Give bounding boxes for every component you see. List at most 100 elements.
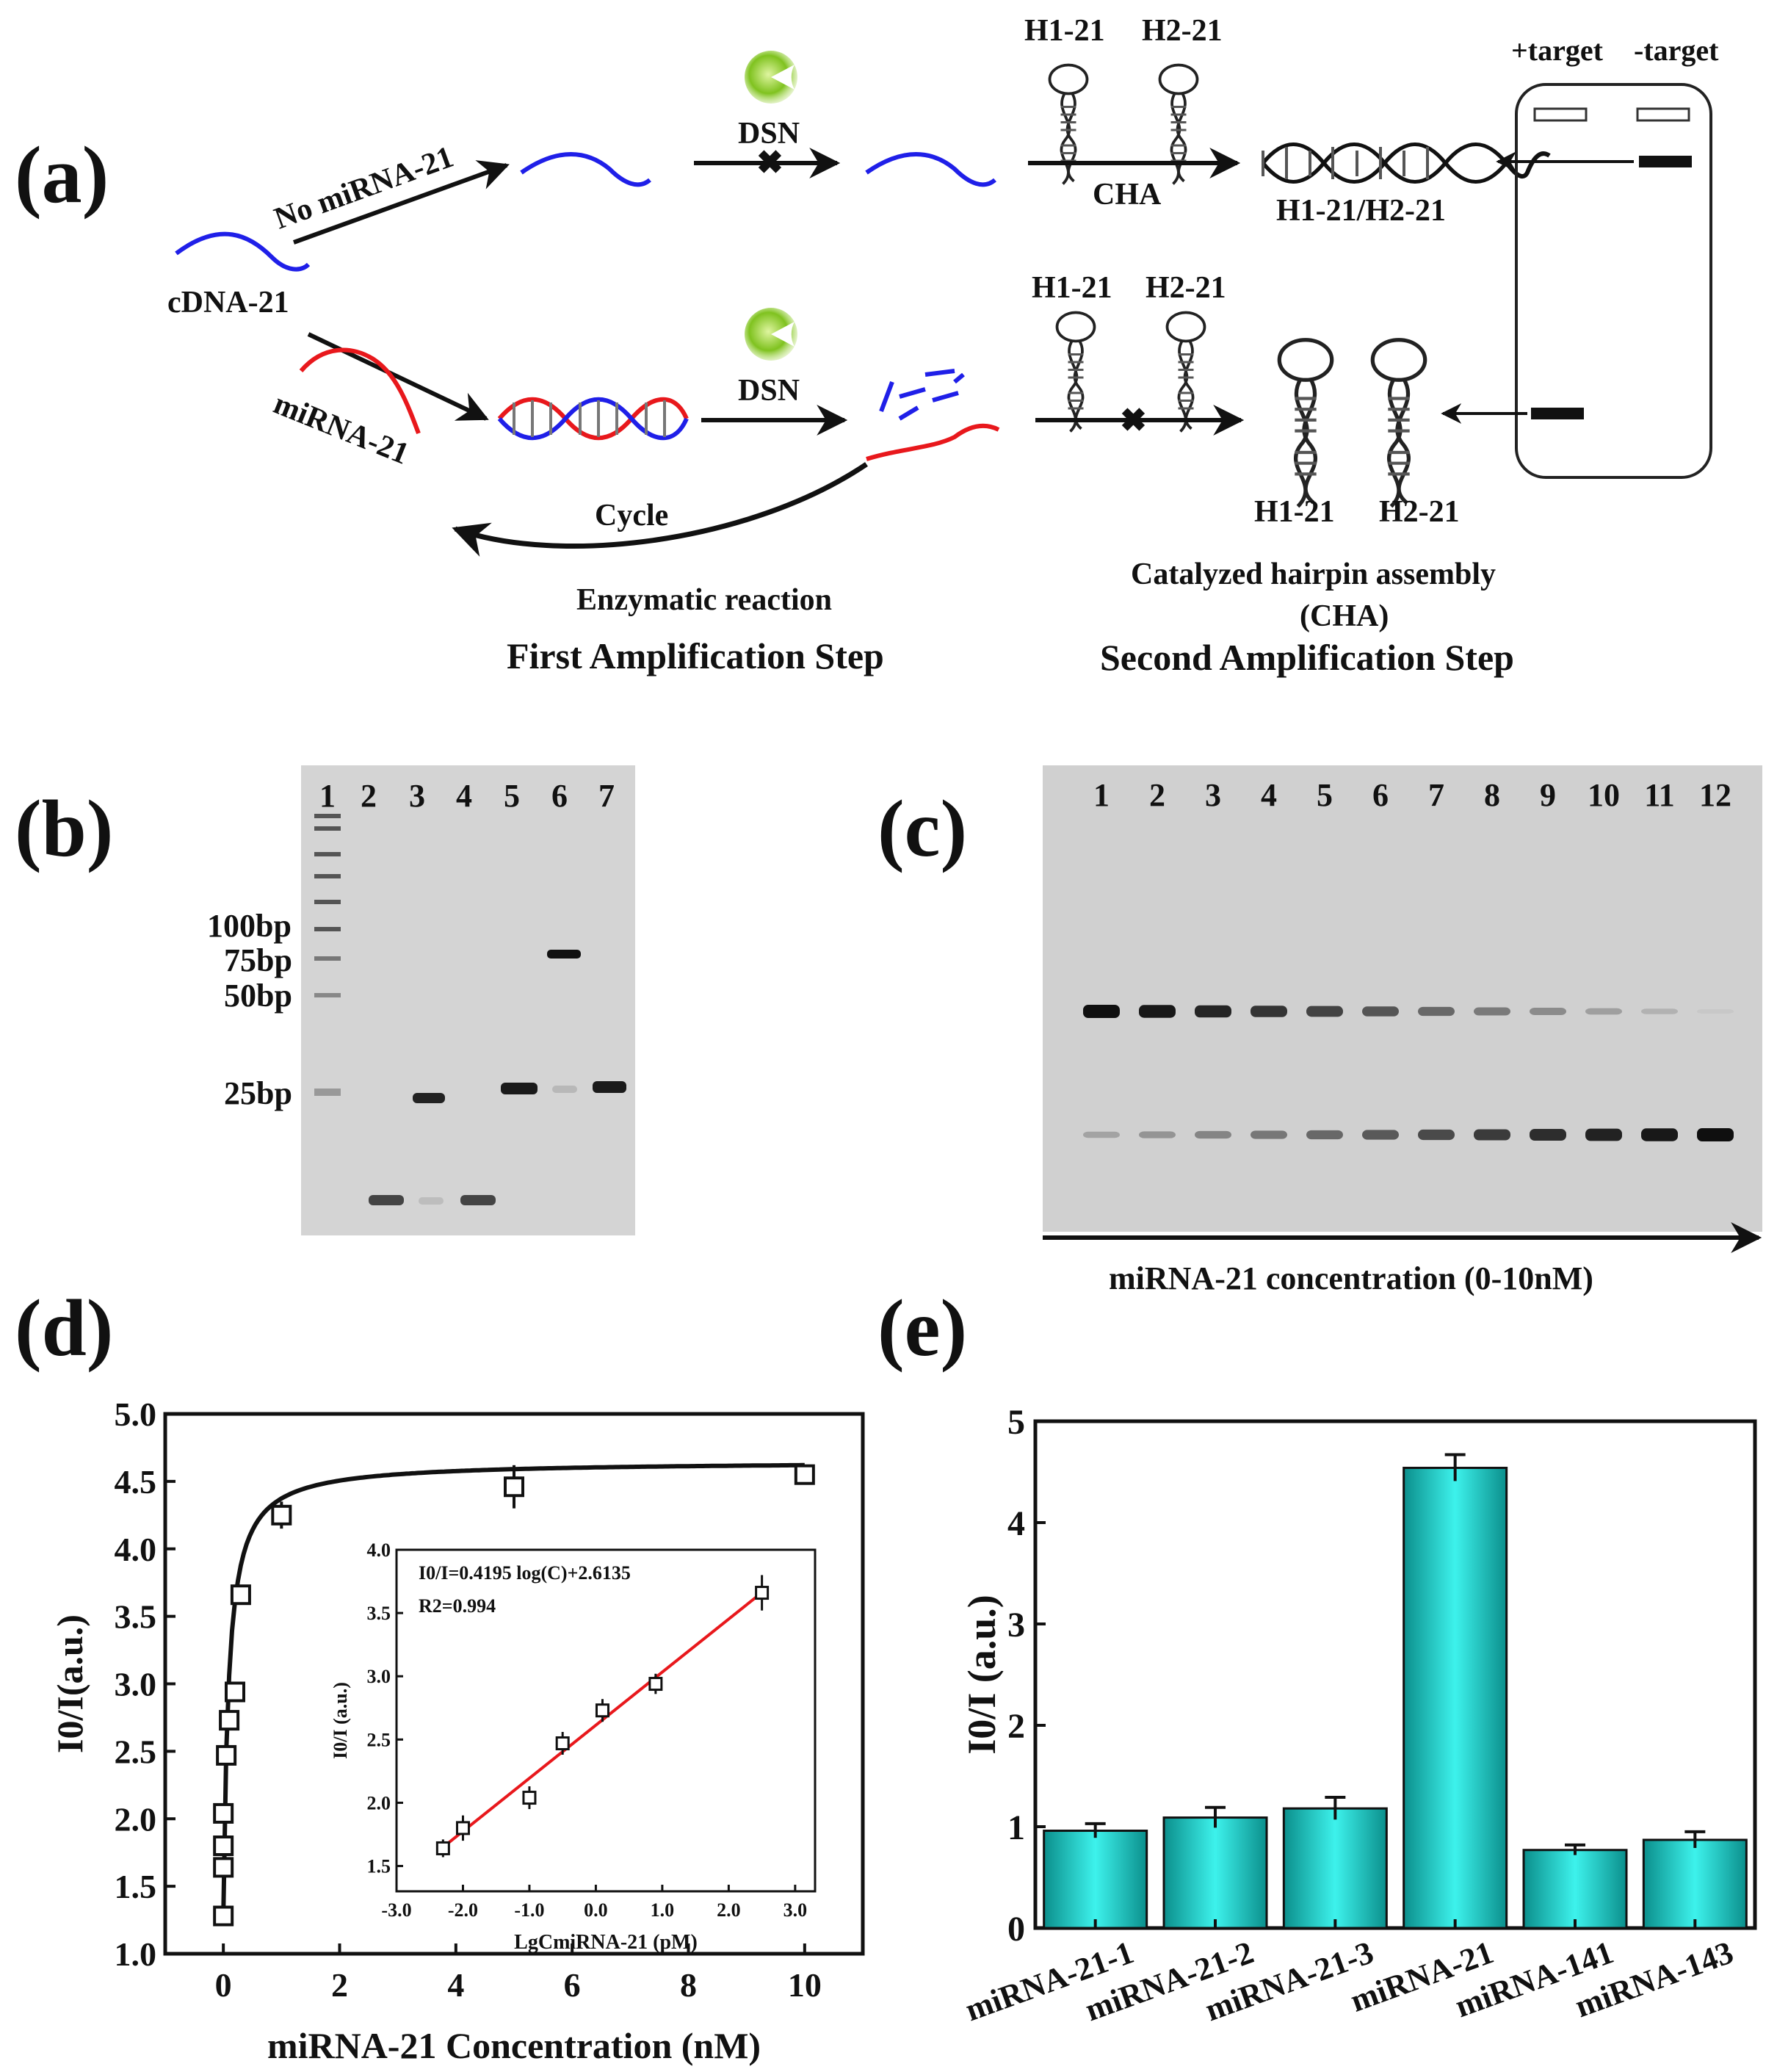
no-target-label: No miRNA-21 [270,140,458,237]
hairpin-h2-bottom [1165,311,1206,433]
cha-full-line1: Catalyzed hairpin assembly [1131,557,1496,591]
gel-c-lane-10: 10 [1588,777,1620,813]
chart-e-ytick-label: 3 [1007,1606,1025,1645]
first-step-label: First Amplification Step [507,635,884,676]
cdna-strand [175,231,311,272]
marker-25bp: 25bp [224,1075,292,1111]
top-strand-1 [520,152,651,187]
h2-label-bottom: H2-21 [1146,271,1226,305]
gel-b-lane-3: 3 [409,778,425,814]
band-lane3 [413,1093,445,1103]
gel-b-lane-2: 2 [361,778,377,814]
panel-label-e: (e) [877,1283,967,1373]
inset-xtick-label: 3.0 [783,1899,808,1921]
inset-r2: R2=0.994 [419,1595,496,1617]
cycle-arrow [452,462,868,557]
chart-e-frame [1033,1419,1757,1930]
chart-d-point [794,1464,815,1485]
inset-ytick-label: 1.5 [367,1856,391,1877]
cha-full-line2: (CHA) [1300,599,1389,633]
free-hairpin-h1 [1279,340,1331,507]
duplex-product [1263,145,1551,182]
gel-c-lower-band-1 [1083,1131,1120,1138]
gel-c-lane-6: 6 [1372,777,1389,813]
gel-c-upper-band-8 [1474,1007,1510,1016]
h1-label-bottom: H1-21 [1032,271,1112,305]
gel-c-upper-band-7 [1418,1006,1455,1017]
chart-d-ytick-label: 1.5 [115,1868,157,1905]
gel-c-lower-band-11 [1641,1128,1678,1141]
released-mirna [866,423,1000,461]
gel-well-1 [1533,107,1588,122]
gel-c-lower-band-6 [1362,1130,1399,1140]
inset-xtick-label: 0.0 [584,1899,608,1921]
panel-label-c: (c) [877,784,967,873]
second-step-label: Second Amplification Step [1100,637,1514,678]
band-lane5 [501,1083,538,1094]
cycle-label: Cycle [595,499,668,533]
gel-c-lane-7: 7 [1428,777,1444,813]
enzymatic-label: Enzymatic reaction [576,583,832,617]
gel-c-lane-4: 4 [1261,777,1277,813]
gel-c-upper-band-3 [1195,1005,1231,1018]
hairpin-h1-top [1048,63,1089,186]
gel-c-upper-band-4 [1251,1006,1287,1017]
band-lane4 [460,1195,496,1205]
chart-d-point [213,1835,234,1856]
chart-d-point [230,1584,251,1606]
chart-d-point [213,1802,234,1824]
dsn-label-top: DSN [738,117,800,151]
gel-c-lower-band-4 [1251,1130,1287,1139]
chart-d-xtick-label: 2 [331,1966,348,2004]
target-label: miRNA-21 [269,387,413,472]
chart-d-ytick-label: 1.0 [115,1935,157,1973]
panel-label-b: (b) [15,784,113,873]
chart-e-bar [1403,1466,1508,1930]
gel-schematic [1515,83,1712,479]
gel-c-lower-band-3 [1195,1130,1231,1139]
gel-c-lane-9: 9 [1540,777,1556,813]
inset-ylabel: I0/I (a.u.) [330,1682,351,1759]
block-mark-top: ✖ [756,145,783,181]
chart-e-bar [1162,1816,1268,1930]
chart-e-bar [1642,1838,1748,1930]
inset-ytick-label: 3.5 [367,1603,391,1624]
chart-d-point [504,1476,524,1498]
gel-c-lane-5: 5 [1317,777,1333,813]
inset-point [755,1586,770,1600]
panel-label-d: (d) [15,1283,113,1373]
chart-d-ytick-label: 2.0 [115,1800,157,1838]
chart-e-ytick-label: 2 [1007,1707,1025,1746]
inset-point [522,1791,537,1805]
h2-label-top: H2-21 [1142,14,1223,48]
inset-point [595,1703,609,1718]
inset-point [435,1841,450,1855]
chart-e-ytick-label: 1 [1007,1808,1025,1847]
panel-label-a: (a) [15,130,109,220]
gel-b-marker-labels: 100bp 75bp 50bp 25bp [207,908,292,1111]
chart-d-point [271,1504,292,1526]
h1-label-top: H1-21 [1024,14,1105,48]
gel-c-lower-band-5 [1306,1130,1343,1140]
inset-xtick-label: -3.0 [381,1899,411,1921]
inset-xtick-label: -1.0 [514,1899,544,1921]
inset-xtick-label: 1.0 [651,1899,675,1921]
dsn-enzyme-top [745,51,797,104]
band-lane6-faint [552,1086,577,1093]
inset-ytick-label: 2.5 [367,1729,391,1750]
chart-d-point [225,1681,245,1703]
inset-equation: I0/I=0.4195 log(C)+2.6135 [419,1562,631,1584]
concentration-label: miRNA-21 concentration (0-10nM) [1109,1260,1593,1296]
no-target-arrow [292,160,510,245]
gel-c-lane-3: 3 [1205,777,1221,813]
inset-ytick-label: 3.0 [367,1666,391,1687]
chart-e-bar [1282,1807,1388,1930]
gel-c-lower-band-8 [1474,1129,1510,1141]
inset-point [555,1736,570,1750]
chart-d-point [219,1710,240,1731]
chart-e-ytick-label: 5 [1007,1403,1025,1442]
gel-band-minus [1639,156,1692,167]
dsn-enzyme-bottom [745,308,797,361]
